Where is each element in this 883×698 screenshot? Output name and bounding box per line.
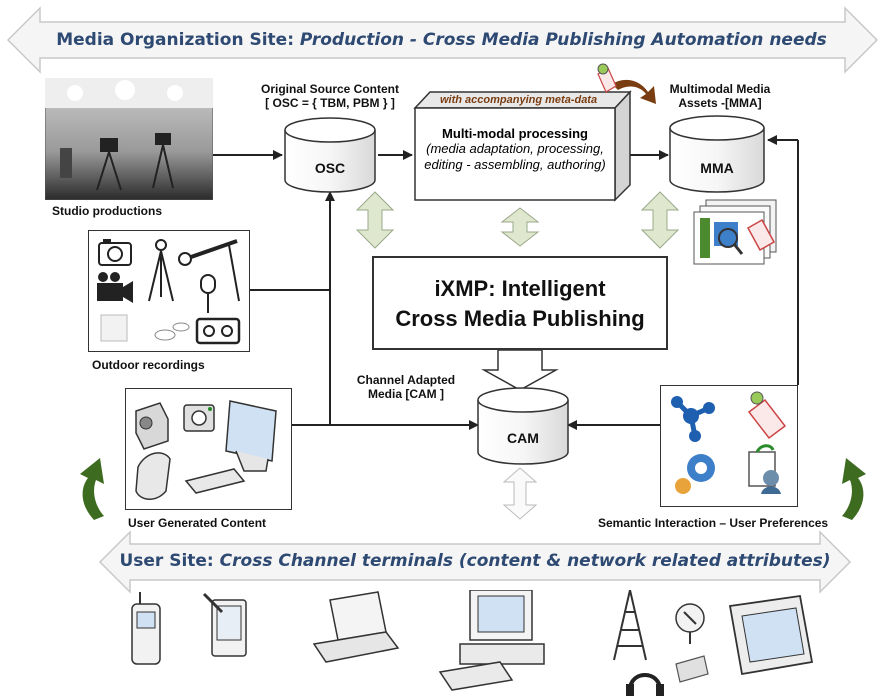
meta-data-tag: with accompanying meta-data <box>440 94 598 106</box>
media-files-icon <box>692 198 788 266</box>
radio-icon <box>675 655 709 683</box>
pda-icon <box>202 592 247 657</box>
media-card-icon <box>100 314 128 342</box>
cables-icon <box>154 322 190 341</box>
right-green-curved-arrow <box>842 458 866 520</box>
outdoor-box <box>88 230 250 352</box>
headphones-icon <box>626 673 664 696</box>
ixmp-to-cam-arrow <box>481 349 559 391</box>
cam-title-line2: Media [CAM ] <box>368 387 444 401</box>
cam-title: Channel Adapted Media [CAM ] <box>336 373 476 401</box>
processing-line2: editing - assembling, authoring) <box>424 157 606 172</box>
ugc-icons <box>135 400 277 500</box>
mma-title-line2: Assets -[MMA] <box>678 96 762 110</box>
top-banner-text: Media Organization Site: Production - Cr… <box>0 30 883 50</box>
keyboard-icon <box>184 468 246 494</box>
laptop-icon <box>312 591 400 663</box>
studio-photo <box>44 77 214 201</box>
left-green-curved-arrow <box>80 458 104 520</box>
user-document-icon <box>748 444 781 494</box>
tripod-icon <box>148 239 174 302</box>
microphone-boom-icon <box>178 239 240 302</box>
top-banner-arrow <box>6 6 879 74</box>
mobile-phone-icon <box>135 452 171 500</box>
camera-icon <box>98 239 132 266</box>
top-banner-emphasis: Production - Cross Media Publishing Auto… <box>299 30 827 50</box>
digital-camera-icon <box>183 404 215 432</box>
brown-curved-arrow <box>612 79 656 104</box>
video-camera-icon <box>97 272 133 303</box>
osc-title: Original Source Content [ OSC = { TBM, P… <box>250 82 410 110</box>
osc-title-line2: [ OSC = { TBM, PBM } ] <box>265 96 395 110</box>
mma-title: Multimodal Media Assets -[MMA] <box>665 82 775 110</box>
studio-label: Studio productions <box>52 204 162 218</box>
processing-ixmp-double-arrow <box>500 207 540 247</box>
ixmp-box: iXMP: Intelligent Cross Media Publishing <box>372 256 668 350</box>
terminal-devices <box>131 590 814 696</box>
studio-photo-image <box>44 77 214 201</box>
desktop-pc-icon <box>438 590 545 691</box>
osc-cylinder-label: OSC <box>314 160 346 176</box>
gear-icon <box>675 454 715 494</box>
semantic-box <box>660 385 798 507</box>
cam-down-double-arrow <box>502 467 538 520</box>
ugc-box <box>125 388 292 510</box>
tv-icon <box>728 594 814 676</box>
bottom-banner-prefix: User Site: <box>119 551 220 571</box>
processing-text: Multi-modal processing (media adaptation… <box>415 126 615 173</box>
ixmp-line1: iXMP: Intelligent <box>434 276 606 301</box>
outdoor-label: Outdoor recordings <box>92 358 205 372</box>
outdoor-icons <box>97 239 241 345</box>
tag-icon <box>747 391 787 440</box>
mma-cylinder-label: MMA <box>700 160 734 176</box>
top-banner-prefix: Media Organization Site: <box>56 30 300 50</box>
semantic-label: Semantic Interaction – User Preferences <box>598 516 829 530</box>
bottom-banner-arrow <box>98 530 852 594</box>
microphone-icon <box>200 274 216 313</box>
handheld-camcorder-icon <box>135 402 169 450</box>
mma-cylinder <box>669 115 765 193</box>
processing-tag-icon <box>594 62 618 94</box>
satellite-dish-icon <box>675 603 705 644</box>
cam-title-line1: Channel Adapted <box>356 373 456 387</box>
mma-ixmp-double-arrow <box>640 191 680 249</box>
processing-box-3d <box>413 90 632 202</box>
cam-cylinder <box>477 387 569 465</box>
cell-phone-icon <box>131 592 161 665</box>
cassette-icon <box>195 317 241 345</box>
mma-title-line1: Multimodal Media <box>669 82 771 96</box>
osc-ixmp-double-arrow <box>355 191 395 249</box>
bottom-banner-emphasis: Cross Channel terminals (content & netwo… <box>219 551 831 571</box>
molecule-network-icon <box>671 396 715 442</box>
ixmp-line2: Cross Media Publishing <box>395 306 645 331</box>
lcd-monitor-icon <box>225 400 277 472</box>
osc-title-line1: Original Source Content <box>260 82 399 96</box>
osc-cylinder <box>284 117 376 193</box>
processing-title: Multi-modal processing <box>442 126 588 141</box>
media-files-image <box>693 199 777 265</box>
bottom-banner-text: User Site: Cross Channel terminals (cont… <box>100 551 850 571</box>
processing-line1: (media adaptation, processing, <box>426 141 604 156</box>
ugc-label: User Generated Content <box>128 516 267 530</box>
broadcast-tower-icon <box>613 590 647 661</box>
cam-cylinder-label: CAM <box>507 430 539 446</box>
semantic-icons <box>671 391 787 494</box>
